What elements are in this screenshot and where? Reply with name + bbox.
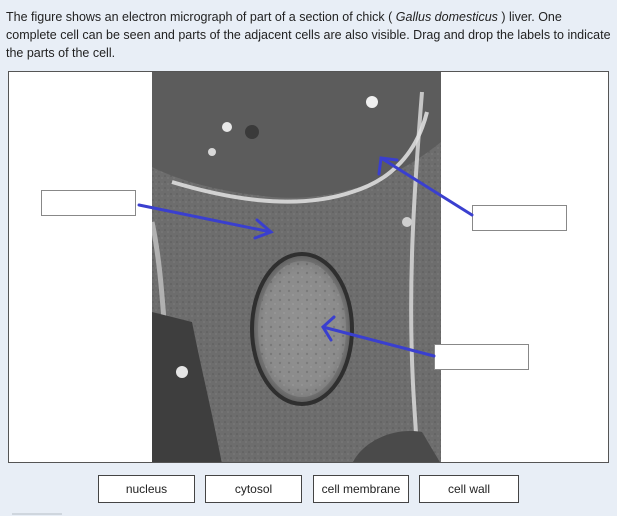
label-cytosol[interactable]: cytosol [205,475,302,503]
image-stage [8,71,609,463]
question-text-part2: ) liver. One complete cell can be seen a… [6,10,611,60]
species-name: Gallus domesticus [395,10,498,24]
drop-target-bottom-right[interactable] [434,344,529,370]
label-nucleus[interactable]: nucleus [98,475,195,503]
divider [12,513,62,515]
label-cell-wall[interactable]: cell wall [419,475,519,503]
question-text-part1: The figure shows an electron micrograph … [6,10,396,24]
question-text: The figure shows an electron micrograph … [6,8,611,62]
drop-target-top-right[interactable] [472,205,567,231]
label-cell-membrane[interactable]: cell membrane [313,475,409,503]
electron-micrograph-image [152,72,441,462]
drop-target-left[interactable] [41,190,136,216]
